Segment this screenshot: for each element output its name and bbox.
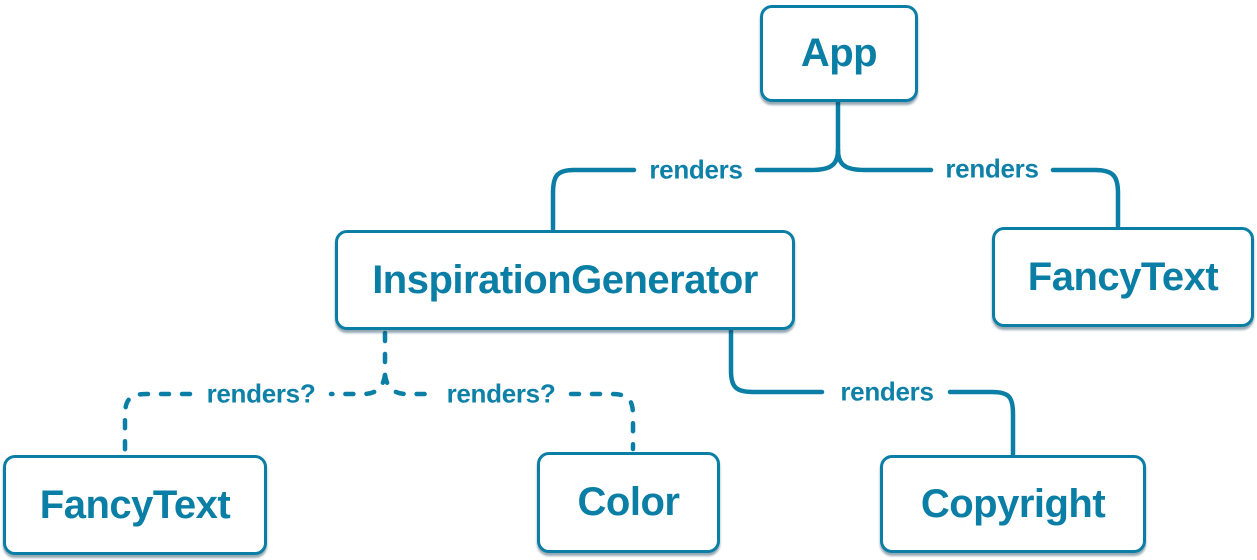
node-copyright-label: Copyright [920,481,1106,526]
edge-app-to-fancytext [1050,167,1121,229]
edge-conditional-fork-left [328,372,388,397]
node-fancy-text-top: FancyText [992,227,1254,327]
node-color-label: Color [577,480,680,524]
node-fancy-text-bottom: FancyText [3,455,267,555]
node-app: App [760,5,918,102]
node-inspiration-generator: InspirationGenerator [335,230,795,330]
edge-inspiration-to-copyright-b [947,389,1016,457]
edge-app-to-inspiration [550,167,637,232]
node-color: Color [537,452,720,553]
node-fancy-text-top-label: FancyText [1027,254,1219,299]
edge-app-fork-left [754,147,841,173]
edge-conditional-to-color [568,391,636,452]
edge-label-renders-app-inspiration: renders [649,154,743,185]
edge-app-fork-right [835,147,934,173]
edge-label-renders-app-fancytext: renders [945,153,1039,184]
edge-inspiration-to-copyright-a [728,328,825,395]
edge-conditional-fork-right [382,372,434,397]
node-app-label: App [800,31,878,75]
edge-label-renders-inspiration-copyright: renders [840,376,934,407]
node-inspiration-generator-label: InspirationGenerator [372,257,758,302]
node-copyright: Copyright [880,455,1146,553]
edge-label-renders-q-inspiration-color: renders? [446,378,556,409]
edge-conditional-to-fancytext [122,391,193,454]
edge-label-renders-q-inspiration-fancytext: renders? [206,378,316,409]
node-fancy-text-bottom-label: FancyText [39,482,231,527]
